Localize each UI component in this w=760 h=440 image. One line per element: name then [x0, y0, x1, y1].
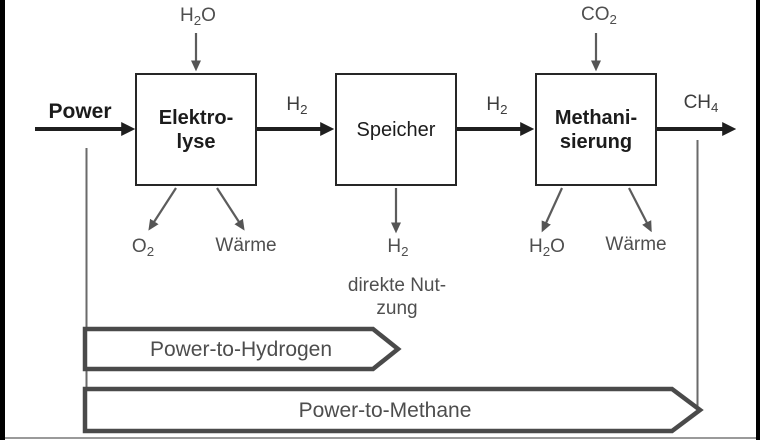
h2-label-1: H2 [286, 94, 308, 117]
o2-output-arrow [148, 187, 177, 231]
h2-main: H [387, 236, 402, 257]
co2-input-label: CO2 [581, 4, 617, 27]
waerme-methanation-label: Wärme [605, 234, 667, 255]
waerme-methanation-output-arrow [628, 187, 652, 233]
o2-output-label: O2 [131, 236, 155, 259]
power-to-hydrogen-label: Power-to-Hydrogen [149, 338, 333, 361]
o2-subscript: 2 [146, 243, 155, 259]
h2o-subscript: 2 [542, 243, 551, 259]
h2o-output-arrow [541, 187, 564, 233]
methanation-box: Methani- sierung [535, 73, 657, 186]
power-to-methane-label: Power-to-Methane [298, 399, 472, 422]
h2-direct-use-label: H2 [387, 236, 409, 259]
h2o-subscript: 2 [193, 12, 202, 28]
co2-main: CO [581, 4, 610, 25]
h2o-main: H [180, 5, 194, 26]
power-to-methane-banner [82, 386, 704, 434]
h2o-output-label: H2O [529, 236, 565, 259]
h2o-tail: O [201, 5, 216, 26]
ch4-label: CH4 [683, 92, 719, 115]
ch4-subscript: 4 [711, 99, 719, 115]
power-to-hydrogen-banner [82, 326, 402, 372]
waerme-electrolysis-output-arrow [216, 187, 245, 231]
h2o-input-label: H2O [180, 5, 216, 28]
bottom-edge-line [5, 437, 756, 439]
h2o-tail: O [550, 236, 565, 257]
direct-use-label: direkte Nut- zung [347, 275, 447, 319]
h2-subscript: 2 [500, 101, 508, 117]
electrolysis-box: Elektro- lyse [135, 73, 257, 186]
o2-main: O [131, 236, 147, 257]
waerme-electrolysis-label: Wärme [215, 235, 277, 256]
co2-subscript: 2 [609, 11, 617, 27]
h2-main: H [286, 94, 301, 115]
right-edge-bar [756, 0, 760, 440]
storage-box: Speicher [335, 73, 457, 186]
left-edge-bar [0, 0, 5, 440]
h2-subscript: 2 [401, 243, 409, 259]
h2-main: H [486, 94, 501, 115]
power-label: Power [48, 100, 112, 123]
h2-label-2: H2 [486, 94, 508, 117]
h2o-main: H [529, 236, 543, 257]
ch4-main: CH [683, 92, 712, 113]
h2-subscript: 2 [300, 101, 308, 117]
